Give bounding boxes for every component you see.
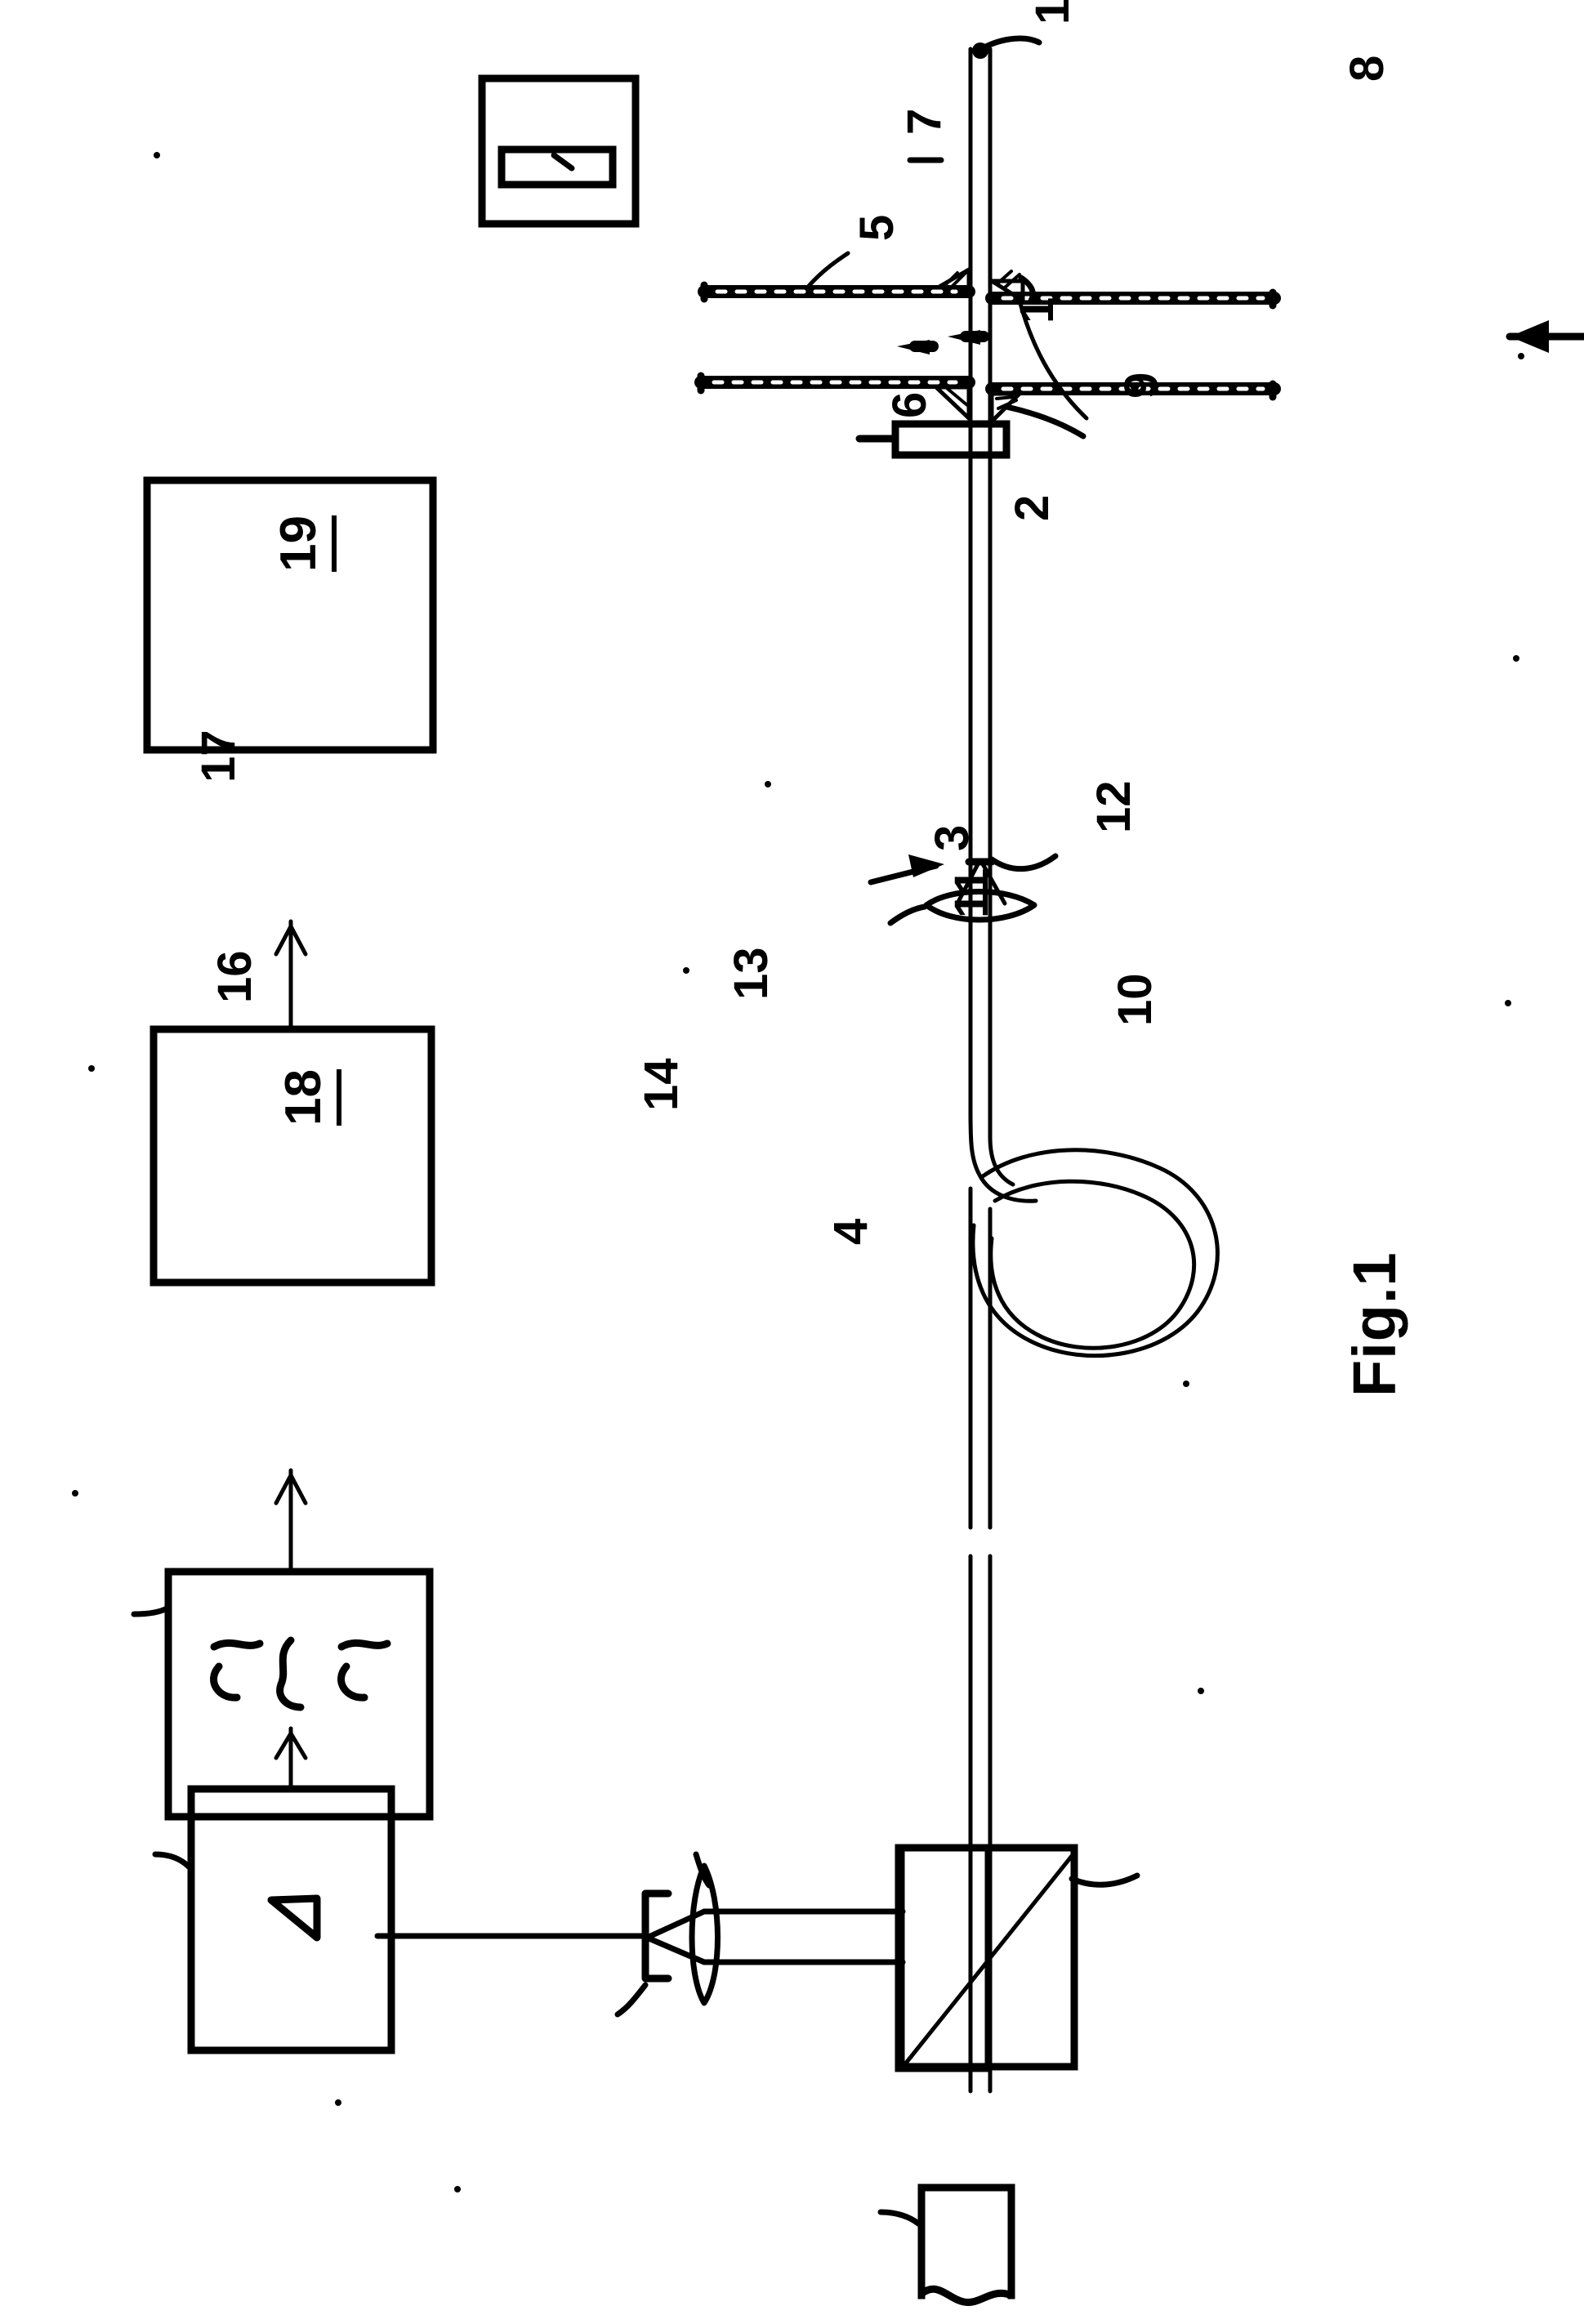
ref-label-2: 2 bbox=[1006, 494, 1059, 521]
ref-label-4: 4 bbox=[824, 1218, 877, 1245]
leader-16 bbox=[152, 1851, 193, 1871]
box-19 bbox=[143, 476, 437, 754]
break-line-icon bbox=[917, 2285, 1015, 2306]
optical-fiber-2 bbox=[968, 47, 1038, 2094]
ref-label-6: 6 bbox=[883, 391, 936, 418]
ref-label-1: 1 bbox=[1011, 297, 1064, 323]
ref-label-5: 5 bbox=[850, 214, 904, 241]
ref-label-14: 14 bbox=[635, 1058, 688, 1111]
fiber-free-end-15 bbox=[972, 35, 1042, 59]
inner-element-7 bbox=[498, 145, 617, 189]
box-18 bbox=[149, 1025, 435, 1287]
arrow-3 bbox=[868, 854, 944, 885]
lower-membrane-wall bbox=[694, 372, 1281, 401]
leader-5 bbox=[806, 251, 850, 288]
collection-lens-13 bbox=[689, 1851, 721, 2006]
wave-symbol-icon-2 bbox=[276, 1636, 305, 1711]
box-18-number: 18 bbox=[274, 1069, 341, 1126]
fiber-tip-cone bbox=[955, 858, 1007, 906]
box-19-number: 19 bbox=[270, 515, 337, 572]
wave-symbol-icon-1 bbox=[210, 1639, 264, 1702]
arrow-18-to-19 bbox=[274, 919, 308, 1032]
leader-9 bbox=[1003, 404, 1086, 439]
ref-label-7: 7 bbox=[898, 108, 951, 135]
amplifier-block-16 bbox=[187, 1785, 395, 2054]
inlet-flow-arrow bbox=[1506, 320, 1584, 353]
triangle-amplifier-icon bbox=[267, 1894, 321, 1942]
ref-label-10: 10 bbox=[1109, 973, 1162, 1026]
figure-title: Fig.1 bbox=[1341, 1251, 1408, 1397]
photodetector-14 bbox=[614, 1889, 672, 2018]
ref-label-8: 8 bbox=[1341, 55, 1394, 82]
ref-label-12: 12 bbox=[1087, 780, 1140, 833]
fiber-loop-icon bbox=[970, 1148, 1220, 1358]
ref-label-9: 9 bbox=[1115, 372, 1168, 399]
leader-17 bbox=[131, 1604, 172, 1617]
ref-label-15: 15 bbox=[1025, 0, 1080, 25]
arrow-16-to-17 bbox=[274, 1726, 308, 1791]
upper-membrane-wall-5 bbox=[698, 281, 1281, 310]
light-source-4 bbox=[917, 2183, 1015, 2306]
ref-label-16: 16 bbox=[208, 950, 261, 1003]
ref-label-11: 11 bbox=[945, 868, 998, 918]
ref-label-17: 17 bbox=[192, 729, 245, 783]
wave-symbol-icon-3 bbox=[337, 1639, 391, 1702]
beam-splitter-detail bbox=[897, 1844, 1140, 2071]
hatch-seal-icon-upper bbox=[935, 267, 1036, 304]
ref-label-3: 3 bbox=[926, 824, 979, 851]
arrow-17-to-18 bbox=[274, 1468, 308, 1574]
coupling-lens-11 bbox=[887, 889, 1037, 926]
beam-splitter-cube-10 bbox=[895, 1844, 993, 2072]
ref-label-13: 13 bbox=[725, 947, 778, 1000]
channel-flow-arrow-b bbox=[897, 340, 939, 355]
leader-12 bbox=[988, 853, 1059, 872]
detector-housing-8 bbox=[478, 74, 640, 228]
channel-flow-arrow-a bbox=[948, 330, 989, 345]
leader-4 bbox=[877, 2209, 921, 2227]
chamber-wall-line bbox=[1017, 298, 1089, 421]
filter-block-17 bbox=[164, 1568, 434, 1821]
detection-beam bbox=[644, 1908, 906, 1965]
